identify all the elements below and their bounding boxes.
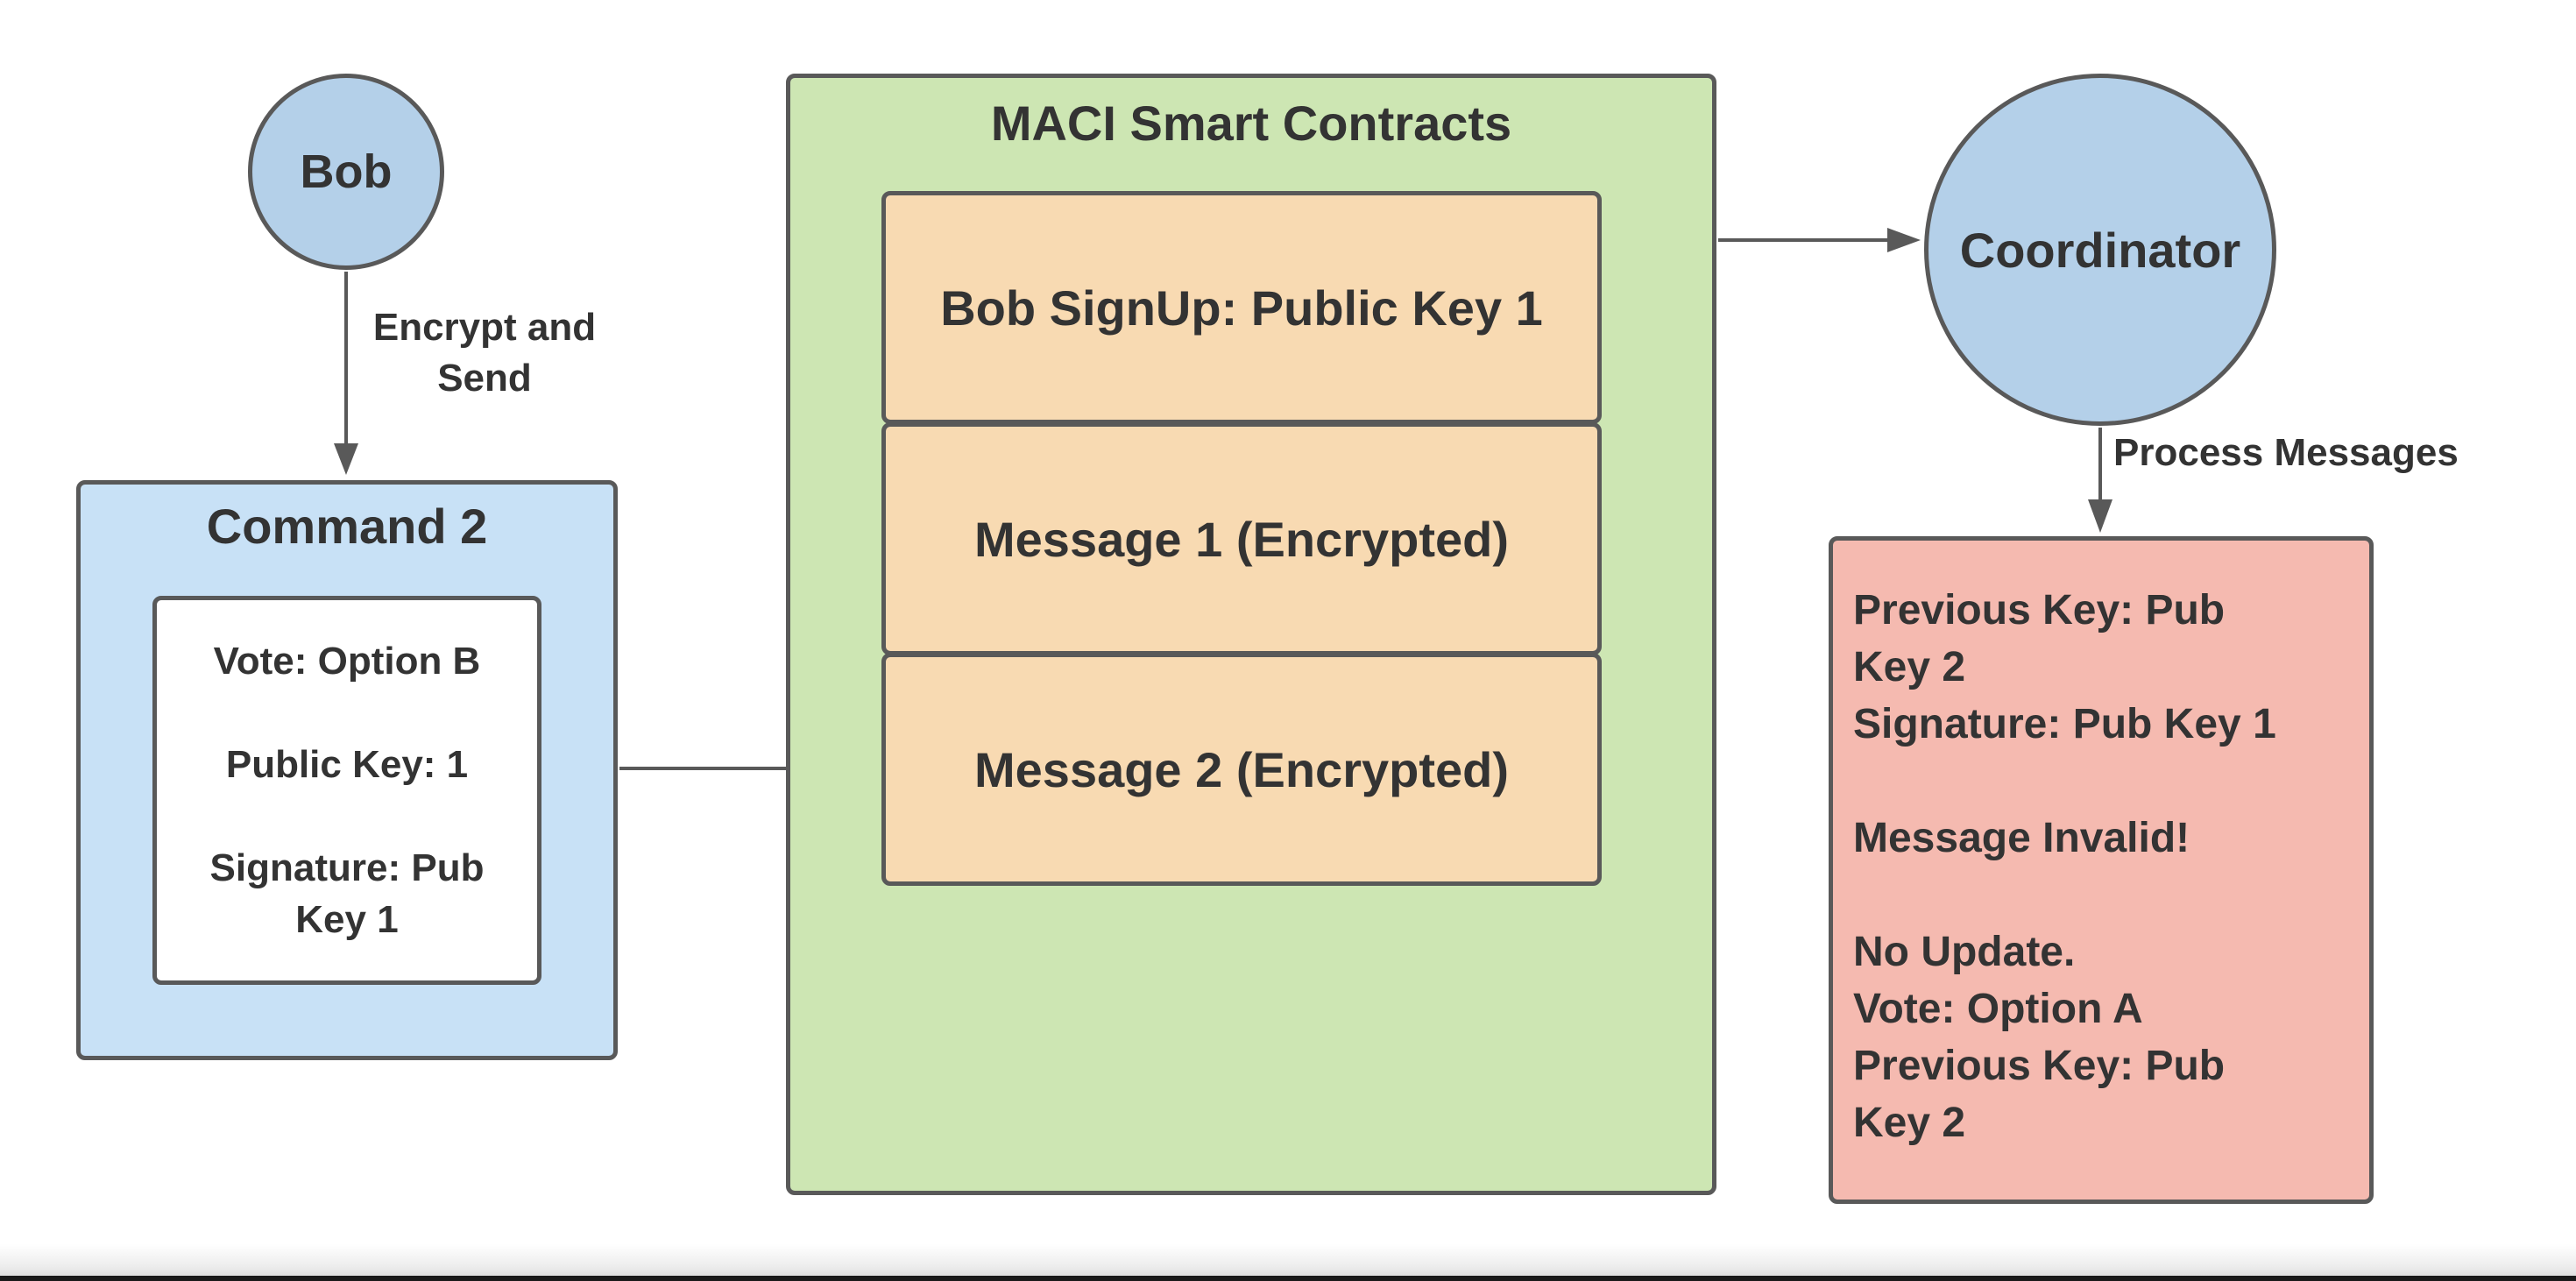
message-signup-label: Bob SignUp: Public Key 1 — [940, 280, 1543, 336]
result-final-previous-key-line-2: Key 2 — [1853, 1100, 1966, 1146]
result-box — [1829, 536, 2374, 1204]
coordinator-node: Coordinator — [1924, 74, 2276, 426]
encrypt-and-send-label: Encrypt and Send — [349, 302, 620, 404]
spacer — [1853, 867, 2361, 924]
result-previous-key-line-2: Key 2 — [1853, 644, 1966, 690]
result-no-update: No Update. — [1853, 929, 2076, 975]
command-public-key: Public Key: 1 — [225, 743, 469, 786]
process-messages-label: Process Messages — [2113, 431, 2459, 474]
bottom-edge — [0, 1276, 2576, 1281]
arrow-bob-to-command — [334, 272, 358, 475]
result-previous-key-line-1: Previous Key: Pub — [1853, 587, 2226, 633]
message-2-label: Message 2 (Encrypted) — [974, 741, 1509, 797]
command-title: Command 2 — [206, 499, 488, 554]
result-signature: Signature: Pub Key 1 — [1853, 701, 2276, 747]
result-final-previous-key-line-1: Previous Key: Pub — [1853, 1043, 2226, 1089]
command-signature: Signature: Pub Key 1 — [209, 846, 485, 941]
result-status: Message Invalid! — [1853, 815, 2190, 861]
bob-node: Bob — [248, 74, 444, 270]
command-vote: Vote: Option B — [213, 640, 481, 683]
result-vote: Vote: Option A — [1853, 986, 2143, 1032]
bottom-shadow — [0, 1244, 2576, 1281]
message-1: Message 1 (Encrypted) — [881, 422, 1602, 655]
coordinator-label: Coordinator — [1959, 222, 2241, 278]
arrow-coordinator-to-result — [2088, 428, 2112, 533]
encrypt-label-line-2: Send — [437, 357, 532, 400]
message-2: Message 2 (Encrypted) — [881, 653, 1602, 886]
encrypt-label-line-1: Encrypt and — [372, 306, 597, 349]
command-details: Vote: Option B Public Key: 1 Signature: … — [152, 596, 541, 985]
result-text: Previous Key: Pub Key 2 Signature: Pub K… — [1853, 582, 2361, 1151]
bob-label: Bob — [300, 145, 393, 198]
message-1-label: Message 1 (Encrypted) — [974, 511, 1509, 567]
maci-title: MACI Smart Contracts — [990, 96, 1512, 151]
spacer — [1853, 753, 2361, 810]
arrow-maci-to-coordinator — [1718, 228, 1921, 252]
message-signup: Bob SignUp: Public Key 1 — [881, 191, 1602, 424]
